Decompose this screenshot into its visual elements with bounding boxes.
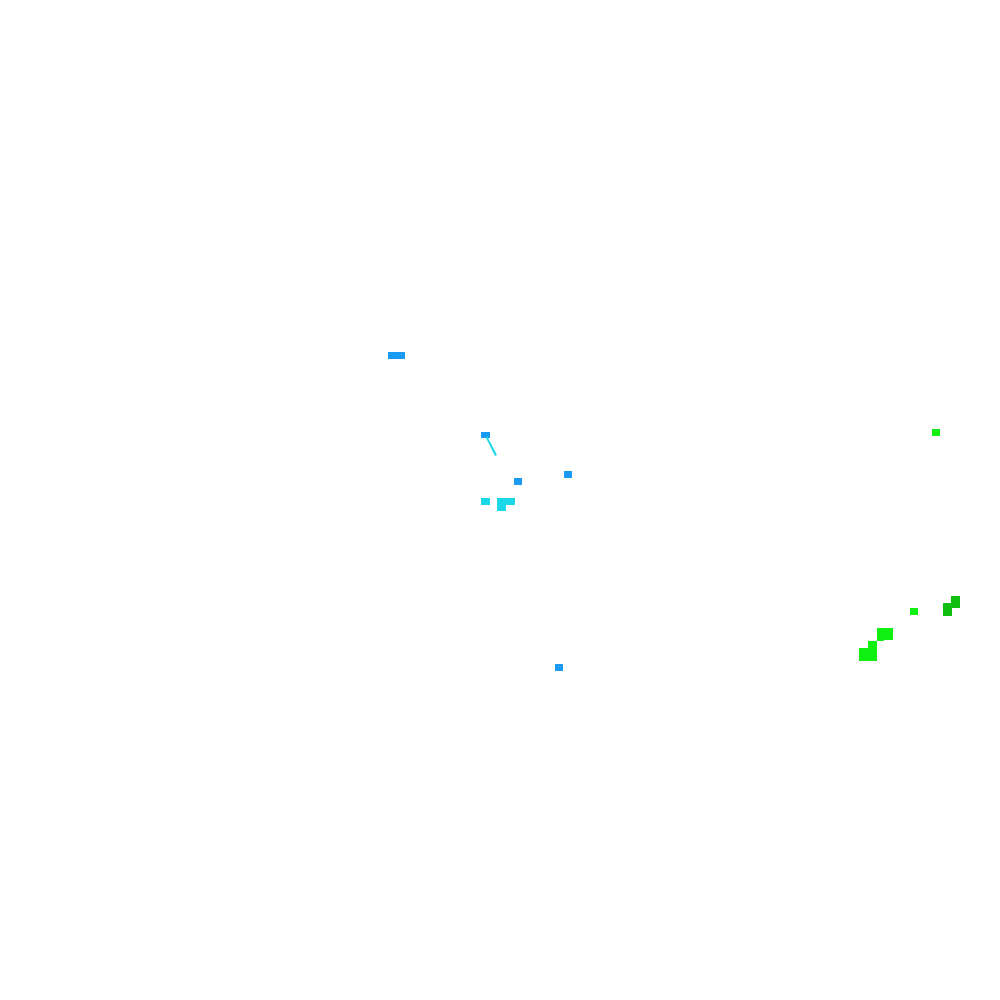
blue-mark-center bbox=[481, 432, 490, 438]
cyan-cluster bbox=[497, 498, 515, 511]
cyan-dot-1 bbox=[481, 498, 490, 505]
blue-dot-3 bbox=[555, 664, 563, 671]
green-cluster-2 bbox=[859, 641, 877, 661]
dark-green-cluster bbox=[943, 596, 960, 616]
green-dot-2 bbox=[910, 608, 918, 615]
green-dot-1 bbox=[932, 429, 940, 436]
blue-dot-1 bbox=[514, 478, 522, 485]
green-cluster-1 bbox=[877, 628, 893, 641]
blue-dot-2 bbox=[564, 471, 572, 478]
blue-dash-top bbox=[388, 352, 405, 359]
cyan-stroke bbox=[486, 436, 497, 456]
